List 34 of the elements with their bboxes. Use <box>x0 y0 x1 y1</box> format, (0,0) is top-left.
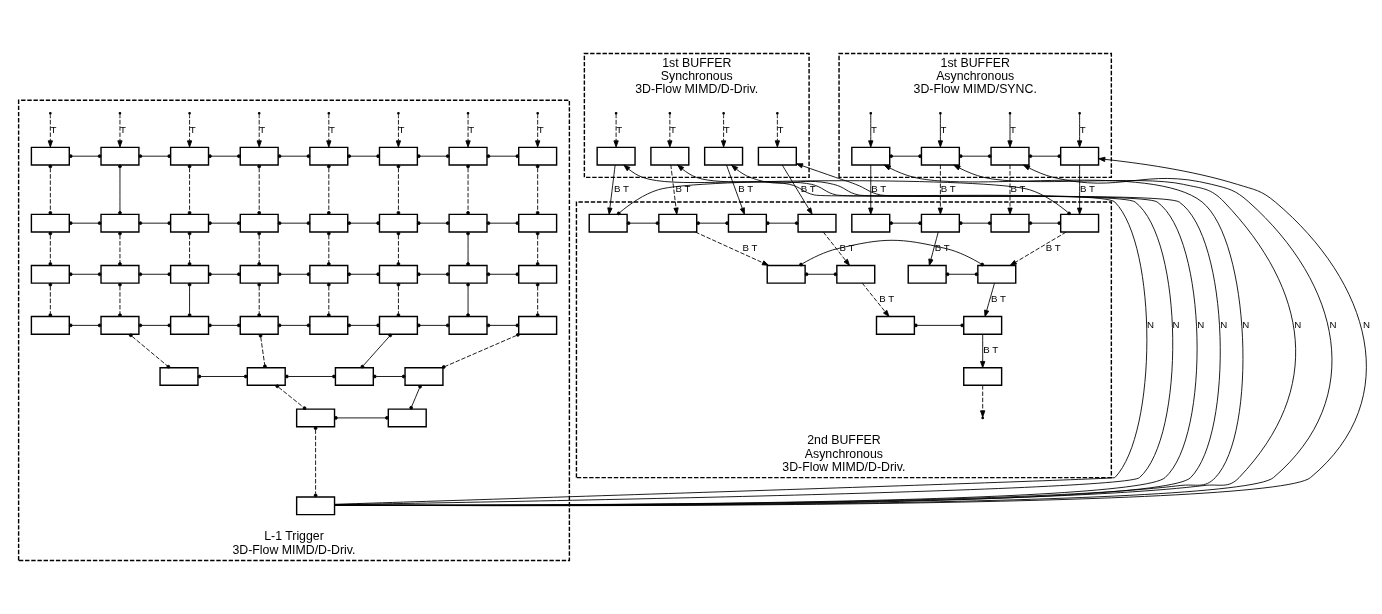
edge-label: N <box>1172 318 1180 330</box>
edge-label: B T <box>983 344 999 356</box>
edge-label: N <box>1362 318 1370 330</box>
edge-label: T <box>398 124 405 136</box>
edge-label: T <box>1079 124 1086 136</box>
edge-label: N <box>1220 318 1228 330</box>
edge-label: N <box>1294 318 1302 330</box>
edge-label: T <box>259 124 266 136</box>
edge-label: B T <box>991 293 1006 305</box>
edge-label: T <box>723 124 730 136</box>
edge-label: N <box>1197 318 1205 330</box>
edge-label: T <box>777 124 784 136</box>
edge-label: N <box>1147 318 1155 330</box>
edge-label: T <box>1010 124 1017 136</box>
edge-label: T <box>870 124 877 136</box>
edge-label: B T <box>800 183 816 195</box>
edge-label: B T <box>613 183 629 195</box>
edge-label: T <box>50 124 57 136</box>
edge-label: B T <box>1080 183 1096 195</box>
edge-label: B T <box>940 183 956 195</box>
edge-label: B T <box>879 293 895 305</box>
edge-label: T <box>120 124 127 136</box>
edge-label: T <box>537 124 544 136</box>
edge-label: T <box>189 124 196 136</box>
edge-label: B T <box>1045 242 1061 254</box>
edge-label: B T <box>738 183 754 195</box>
edge-label: T <box>669 124 676 136</box>
edge-label: B T <box>742 242 758 254</box>
edge-label: N <box>1242 318 1250 330</box>
edge-label: T <box>616 124 623 136</box>
edge-label: T <box>328 124 335 136</box>
edge-label: N <box>1329 318 1337 330</box>
edge-label: B T <box>871 183 887 195</box>
edge-label: T <box>468 124 475 136</box>
